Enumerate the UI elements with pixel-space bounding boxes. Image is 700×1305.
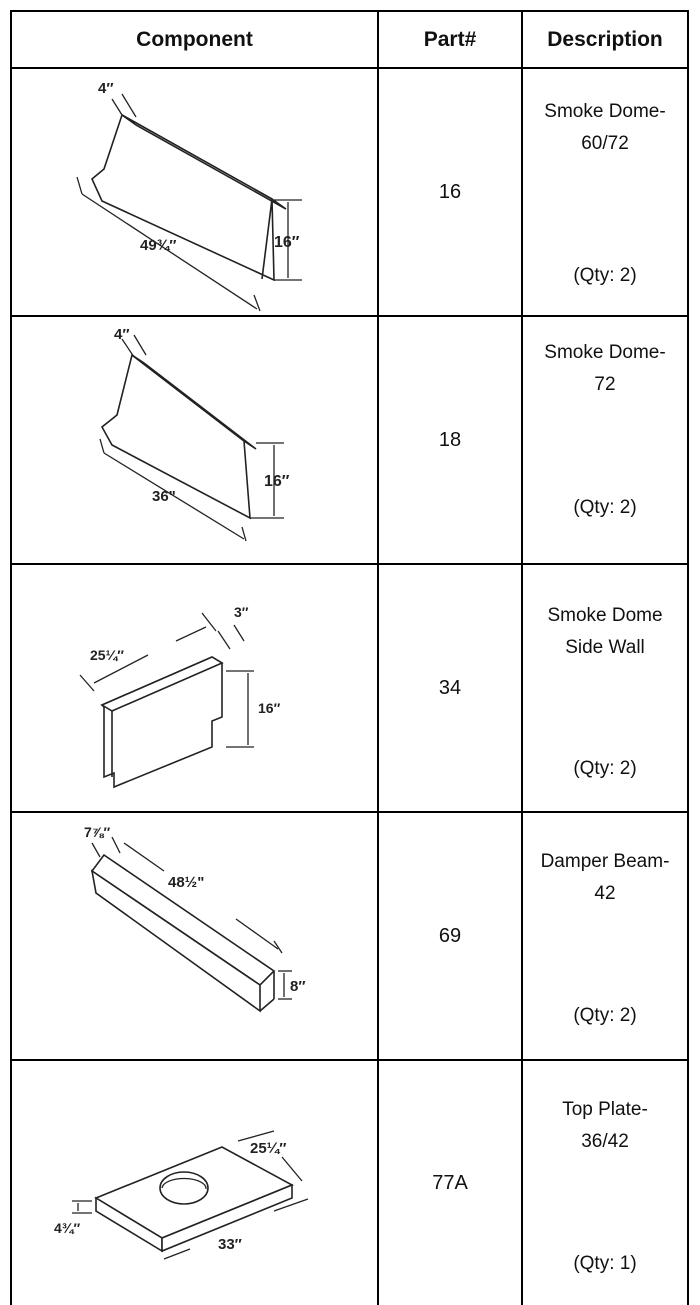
column-divider — [521, 10, 523, 1305]
description-text: Smoke Dome Side Wall — [523, 600, 687, 664]
dim-height: 8″ — [290, 978, 306, 995]
header-description: Description — [547, 27, 663, 51]
description-line: 42 — [594, 883, 616, 904]
description-line: 60/72 — [581, 133, 629, 154]
column-divider — [377, 10, 379, 1305]
component-diagram-smoke-dome-side-wall: 25¼″ 3″ 16″ — [79, 604, 281, 789]
row-divider — [10, 67, 689, 69]
description-text: Smoke Dome- 60/72 — [523, 96, 687, 160]
dim-thickness: 7⅞″ — [84, 824, 110, 840]
quantity: (Qty: 1) — [573, 1253, 637, 1274]
description-text: Top Plate- 36/42 — [523, 1094, 687, 1158]
quantity: (Qty: 2) — [573, 265, 637, 286]
description-line: Top Plate- — [562, 1099, 648, 1120]
description-line: Side Wall — [565, 637, 645, 658]
dim-length: 49¾″ — [140, 237, 176, 254]
dim-length: 36" — [152, 488, 176, 505]
description-line: Smoke Dome- — [544, 342, 666, 363]
row-divider — [10, 315, 689, 317]
table-border-left — [10, 10, 12, 1305]
dim-length: 48½" — [168, 874, 204, 891]
quantity: (Qty: 2) — [573, 497, 637, 518]
part-number: 16 — [438, 180, 462, 203]
component-diagram-damper-beam-42: 7⅞″ 48½" 8″ — [84, 824, 306, 1013]
component-diagram-smoke-dome-72: 4″ 36" 16″ — [99, 326, 290, 542]
dim-thickness: 4″ — [114, 326, 130, 343]
description-line: Smoke Dome- — [544, 101, 666, 122]
part-number: 69 — [438, 924, 462, 947]
parts-table: Component Part# Description 4″ 49¾″ 16″ … — [10, 10, 689, 1305]
header-part: Part# — [423, 27, 477, 51]
dim-height: 16″ — [274, 234, 300, 251]
description-line: Smoke Dome — [547, 605, 663, 626]
dim-height: 16″ — [258, 700, 281, 716]
component-diagram-smoke-dome-60-72: 4″ 49¾″ 16″ — [76, 80, 302, 312]
dim-thickness: 3″ — [234, 604, 249, 620]
dim-length: 25¼″ — [90, 647, 124, 663]
part-number: 18 — [438, 428, 462, 451]
description-text: Smoke Dome- 72 — [523, 337, 687, 401]
dim-height: 16″ — [264, 473, 290, 490]
part-number: 77A — [432, 1171, 468, 1194]
dim-thickness: 4″ — [98, 80, 114, 97]
row-divider — [10, 1059, 689, 1061]
component-diagram-top-plate-36-42: 25¼″ 4¾″ 33″ — [54, 1130, 309, 1260]
dim-thickness: 4¾″ — [54, 1220, 80, 1236]
description-line: Damper Beam- — [540, 851, 670, 872]
description-line: 36/42 — [581, 1131, 629, 1152]
row-divider — [10, 811, 689, 813]
quantity: (Qty: 2) — [573, 758, 637, 779]
row-divider — [10, 563, 689, 565]
table-border-right — [687, 10, 689, 1305]
header-component: Component — [136, 27, 253, 51]
dim-width: 25¼″ — [250, 1140, 286, 1157]
description-line: 72 — [594, 374, 616, 395]
table-border-top — [10, 10, 689, 12]
dim-length: 33″ — [218, 1236, 242, 1253]
quantity: (Qty: 2) — [573, 1005, 637, 1026]
description-text: Damper Beam- 42 — [523, 846, 687, 910]
part-number: 34 — [438, 676, 462, 699]
